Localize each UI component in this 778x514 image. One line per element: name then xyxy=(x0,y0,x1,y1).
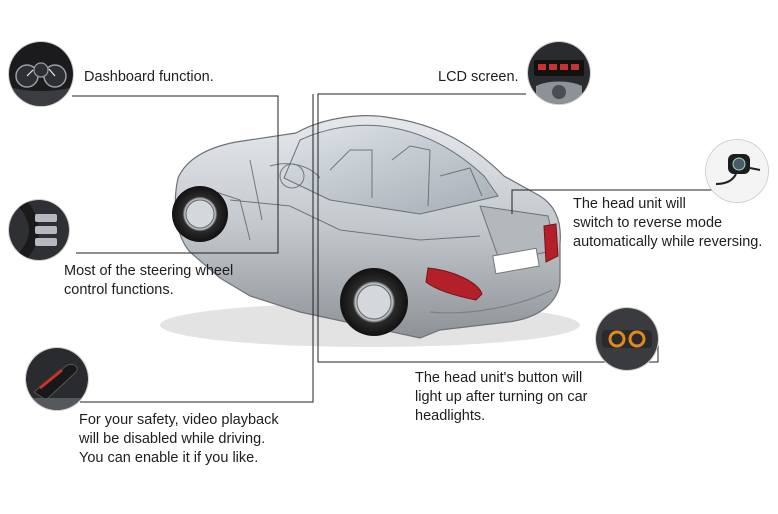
callout-lcd-text: LCD screen. xyxy=(438,69,519,85)
lcd-screen-icon xyxy=(528,42,590,104)
callout-safety-text: For your safety, video playback will be … xyxy=(79,412,279,466)
leader-safety xyxy=(80,94,314,403)
dashboard-gauges-icon xyxy=(9,42,73,106)
leader-dashboard xyxy=(72,95,279,254)
car-body xyxy=(174,115,561,339)
front-wheel xyxy=(172,186,228,242)
steering-wheel-controls-icon xyxy=(9,200,69,260)
callout-dashboard-text: Dashboard function. xyxy=(84,69,214,85)
callout-steering-text: Most of the steering wheel control funct… xyxy=(64,263,234,298)
tail-light xyxy=(425,267,483,301)
rear-camera-icon xyxy=(706,140,768,202)
leader-lcd xyxy=(317,93,659,363)
handbrake-icon xyxy=(26,348,88,410)
callout-reverse-text: The head unit will switch to reverse mod… xyxy=(573,196,763,250)
rear-wheel xyxy=(340,268,408,336)
headlight-buttons-icon xyxy=(596,308,658,370)
callout-headlights-text: The head unit's button will light up aft… xyxy=(415,370,588,424)
